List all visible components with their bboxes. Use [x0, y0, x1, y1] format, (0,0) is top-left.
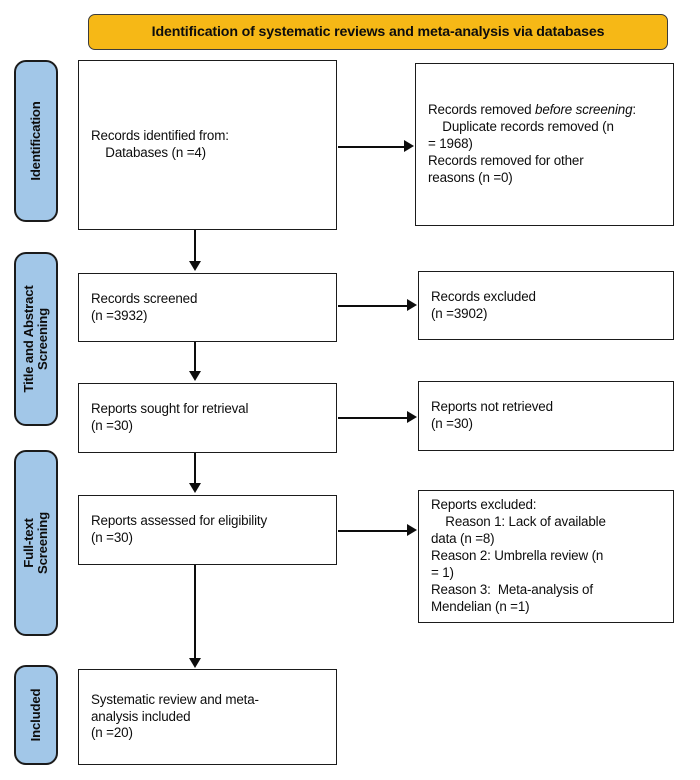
box-reports-sought-text: Reports sought for retrieval (n =30): [79, 401, 256, 435]
reports-sought-line2: (n =30): [91, 418, 133, 433]
connector-identified-to-screened-arrowhead: [189, 261, 201, 271]
connector-sought-to-not-retrieved-arrowhead: [407, 411, 417, 423]
box-records-excluded-text: Records excluded (n =3902): [419, 289, 544, 323]
stage-label-included: Included: [27, 688, 43, 742]
stage-label-identification: Identification: [27, 101, 43, 181]
box-records-removed: Records removed before screening: Duplic…: [415, 63, 674, 226]
diagram-title: Identification of systematic reviews and…: [151, 24, 605, 40]
reports-excluded-line4: Reason 2: Umbrella review (n: [431, 548, 604, 564]
records-removed-line5: reasons (n =0): [428, 169, 513, 185]
reports-not-retrieved-line2: (n =30): [431, 416, 473, 431]
box-included-final: Systematic review and meta- analysis inc…: [78, 669, 337, 765]
connector-identified-to-removed-line: [338, 146, 406, 148]
box-reports-excluded: Reports excluded: Reason 1: Lack of avai…: [418, 490, 674, 623]
records-removed-line4: Records removed for other: [428, 152, 584, 168]
box-records-removed-text: Records removed before screening: Duplic…: [416, 102, 644, 186]
stage-pill-title-abstract-screening: Title and Abstract Screening: [14, 252, 58, 426]
box-reports-assessed: Reports assessed for eligibility (n =30): [78, 495, 337, 565]
reports-not-retrieved-line1: Reports not retrieved: [431, 399, 553, 415]
connector-identified-to-removed-arrowhead: [404, 140, 414, 152]
records-removed-line2: Duplicate records removed (n: [428, 119, 614, 135]
included-final-line2: analysis included: [91, 708, 191, 724]
reports-assessed-line1: Reports assessed for eligibility: [91, 513, 268, 529]
box-reports-sought: Reports sought for retrieval (n =30): [78, 383, 337, 453]
stage-label-title-abstract-screening: Title and Abstract Screening: [20, 285, 50, 393]
reports-excluded-line1: Reports excluded:: [431, 497, 537, 513]
connector-sought-to-not-retrieved-line: [338, 417, 409, 419]
connector-sought-to-assessed-arrowhead: [189, 483, 201, 493]
box-included-final-text: Systematic review and meta- analysis inc…: [79, 692, 267, 743]
box-records-screened-text: Records screened (n =3932): [79, 291, 205, 325]
connector-identified-to-screened-line: [194, 230, 196, 263]
box-reports-not-retrieved-text: Reports not retrieved (n =30): [419, 399, 561, 433]
included-final-line1: Systematic review and meta-: [91, 691, 259, 707]
included-final-line3: (n =20): [91, 725, 133, 741]
box-records-identified: Records identified from: Databases (n =4…: [78, 60, 337, 230]
records-screened-line1: Records screened: [91, 290, 198, 306]
diagram-title-banner: Identification of systematic reviews and…: [88, 14, 668, 50]
connector-sought-to-assessed-line: [194, 453, 196, 485]
box-reports-excluded-text: Reports excluded: Reason 1: Lack of avai…: [419, 497, 614, 615]
connector-screened-to-sought-line: [194, 342, 196, 373]
records-excluded-line1: Records excluded: [431, 288, 536, 304]
records-identified-line1: Records identified from:: [91, 128, 229, 144]
stage-label-full-text-screening: Full-text Screening: [20, 512, 50, 574]
records-removed-heading-italic: before screening: [535, 102, 633, 118]
reports-sought-line1: Reports sought for retrieval: [91, 401, 249, 417]
reports-excluded-line2: Reason 1: Lack of available: [431, 514, 606, 530]
box-records-excluded: Records excluded (n =3902): [418, 271, 674, 340]
reports-excluded-line7: Mendelian (n =1): [431, 598, 530, 614]
reports-excluded-line5: = 1): [431, 564, 454, 580]
records-screened-line2: (n =3932): [91, 307, 148, 323]
connector-screened-to-excluded-line: [338, 305, 409, 307]
stage-pill-included: Included: [14, 665, 58, 765]
connector-assessed-to-excluded-line: [338, 530, 409, 532]
connector-assessed-to-included-line: [194, 565, 196, 660]
records-removed-heading-a: Records removed: [428, 102, 536, 118]
box-reports-assessed-text: Reports assessed for eligibility (n =30): [79, 513, 275, 547]
connector-screened-to-sought-arrowhead: [189, 371, 201, 381]
stage-pill-full-text-screening: Full-text Screening: [14, 450, 58, 636]
records-removed-line3: = 1968): [428, 136, 473, 152]
connector-assessed-to-included-arrowhead: [189, 658, 201, 668]
connector-screened-to-excluded-arrowhead: [407, 299, 417, 311]
records-identified-line2: Databases (n =4): [91, 145, 206, 160]
records-removed-heading-c: :: [632, 102, 636, 118]
reports-excluded-line3: data (n =8): [431, 531, 495, 547]
box-reports-not-retrieved: Reports not retrieved (n =30): [418, 381, 674, 451]
reports-excluded-line6: Reason 3: Meta-analysis of: [431, 581, 593, 597]
reports-assessed-line2: (n =30): [91, 530, 133, 545]
box-records-screened: Records screened (n =3932): [78, 273, 337, 342]
box-records-identified-text: Records identified from: Databases (n =4…: [79, 128, 237, 162]
stage-pill-identification: Identification: [14, 60, 58, 222]
records-excluded-line2: (n =3902): [431, 305, 488, 321]
connector-assessed-to-excluded-arrowhead: [407, 524, 417, 536]
